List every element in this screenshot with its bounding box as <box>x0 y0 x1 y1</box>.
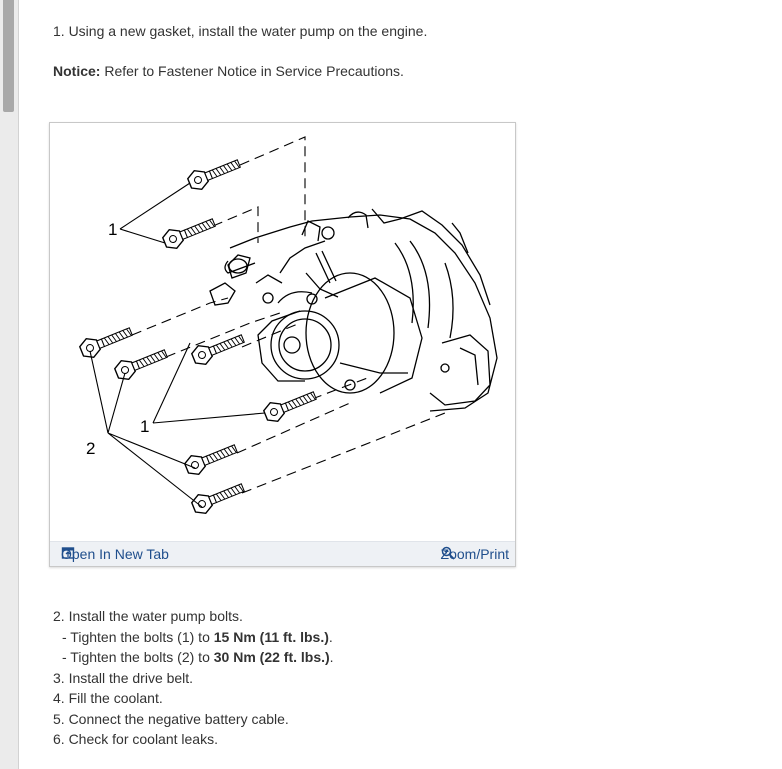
procedure-steps: 2. Install the water pump bolts. - Tight… <box>53 606 334 750</box>
open-new-tab-label: Open In New Tab <box>61 546 169 562</box>
step-2b-prefix: - Tighten the bolts (2) to <box>62 649 214 665</box>
step-6: 6. Check for coolant leaks. <box>53 731 218 747</box>
step-2a-suffix: . <box>328 628 333 645</box>
figure-toolbar: Open In New Tab Zoom/Print <box>50 541 515 566</box>
zoom-print-label: Zoom/Print <box>440 546 509 562</box>
torque-spec-bolts-2: 30 Nm (22 ft. lbs.) <box>213 649 330 665</box>
torque-spec-bolts-1: 15 Nm (11 ft. lbs.) <box>213 628 329 645</box>
water-pump-diagram: 1 1 2 <box>77 136 498 518</box>
open-new-tab-link[interactable]: Open In New Tab <box>61 546 169 562</box>
vertical-scrollbar[interactable] <box>0 0 19 769</box>
callout-lines <box>89 182 266 508</box>
step-2b-suffix: . <box>329 649 334 665</box>
step-2-torque-bolts-1: - Tighten the bolts (1) to 15 Nm (11 ft.… <box>53 627 334 648</box>
step-5: 5. Connect the negative battery cable. <box>53 710 289 727</box>
step-2-torque-bolts-2: - Tighten the bolts (2) to 30 Nm (22 ft.… <box>53 647 334 668</box>
zoom-print-link[interactable]: Zoom/Print <box>441 546 509 562</box>
open-new-tab-icon <box>61 547 75 559</box>
notice-label: Notice: <box>53 63 101 79</box>
water-pump-illustration: 1 1 2 Open In New Tab Zoom/Print <box>49 122 516 567</box>
step-4: 4. Fill the coolant. <box>53 690 163 706</box>
step-2: 2. Install the water pump bolts. <box>53 608 243 624</box>
callout-2: 2 <box>86 439 95 458</box>
bolt-leader-lines <box>131 136 446 494</box>
bolts <box>77 153 320 518</box>
step-1: 1. Using a new gasket, install the water… <box>53 23 428 39</box>
callout-1-mid: 1 <box>140 417 149 436</box>
step-3: 3. Install the drive belt. <box>53 669 194 686</box>
notice-text: Refer to Fastener Notice in Service Prec… <box>100 63 404 79</box>
zoom-icon <box>441 546 455 560</box>
engine-housing <box>209 208 498 412</box>
step-2a-prefix: - Tighten the bolts (1) to <box>62 628 214 645</box>
notice: Notice: Refer to Fastener Notice in Serv… <box>53 63 404 79</box>
scrollbar-thumb[interactable] <box>3 0 14 112</box>
callout-1-top: 1 <box>108 220 117 239</box>
